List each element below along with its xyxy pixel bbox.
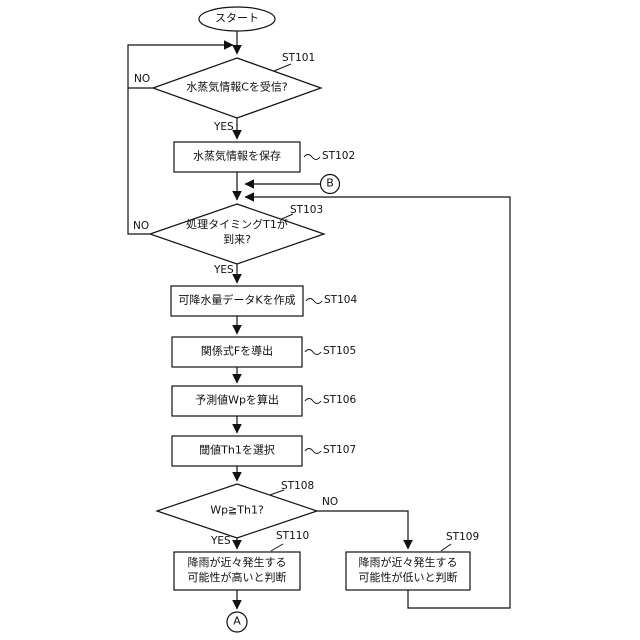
connector-b-circle: [319, 173, 341, 195]
step-label-st102: ST102: [322, 150, 356, 162]
process-st110-text: 降雨が近々発生する 可能性が高いと判断: [187, 556, 287, 584]
leader-st104: [305, 298, 323, 304]
step-label-st103: ST103: [290, 204, 324, 216]
leader-st107: [304, 448, 322, 454]
process-st106: [171, 385, 303, 417]
process-st105: [171, 336, 303, 368]
step-label-st104: ST104: [324, 294, 358, 306]
start-terminal: [198, 6, 276, 32]
step-label-st106: ST106: [323, 394, 357, 406]
connector-a-label: A: [233, 614, 241, 628]
start-label: スタート: [215, 11, 259, 25]
step-label-st109: ST109: [446, 531, 480, 543]
step-label-st107: ST107: [323, 444, 357, 456]
branch-yes-st103: YES: [214, 264, 234, 276]
process-st106-text: 予測値Wpを算出: [195, 393, 279, 407]
process-st104-text: 可降水量データKを作成: [178, 293, 296, 307]
process-st110: [173, 551, 301, 591]
decision-st101-text: 水蒸気情報Cを受信?: [186, 80, 288, 94]
branch-no-st103: NO: [133, 220, 150, 232]
leader-st109: [440, 543, 452, 552]
leader-st106: [304, 398, 322, 404]
edge-st109-loop: [244, 192, 511, 609]
decision-st103-text: 処理タイミングT1が 到来?: [186, 218, 288, 246]
process-st109-text: 降雨が近々発生する 可能性が低いと判断: [358, 556, 458, 584]
process-st107: [171, 435, 303, 467]
branch-no-st108: NO: [322, 496, 339, 508]
branch-yes-st101: YES: [214, 121, 234, 133]
process-st102: [173, 141, 301, 173]
leader-st110: [270, 543, 284, 552]
connector-b-label: B: [326, 176, 334, 190]
process-st102-text: 水蒸気情報を保存: [193, 149, 281, 163]
branch-yes-st108: YES: [211, 535, 231, 547]
connector-lines: [127, 31, 511, 610]
edge-no-loop: [127, 40, 234, 235]
leader-st102: [303, 154, 321, 160]
branch-no-st101: NO: [134, 73, 151, 85]
step-label-st110: ST110: [276, 530, 310, 542]
connector-a-circle: [226, 611, 248, 633]
decision-st108-text: Wp≧Th1?: [210, 503, 264, 517]
process-st105-text: 関係式Fを導出: [200, 344, 274, 358]
process-st104: [170, 285, 304, 317]
decision-st108: [155, 483, 319, 539]
process-st107-text: 閾値Th1を選択: [199, 443, 275, 457]
decision-st101: [151, 57, 323, 119]
edge-st108-no: [317, 510, 413, 550]
step-label-st105: ST105: [323, 345, 357, 357]
step-label-st108: ST108: [281, 480, 315, 492]
decision-st103: [148, 203, 326, 265]
process-st109: [345, 551, 471, 591]
step-label-st101: ST101: [282, 52, 316, 64]
leader-st105: [304, 349, 322, 355]
